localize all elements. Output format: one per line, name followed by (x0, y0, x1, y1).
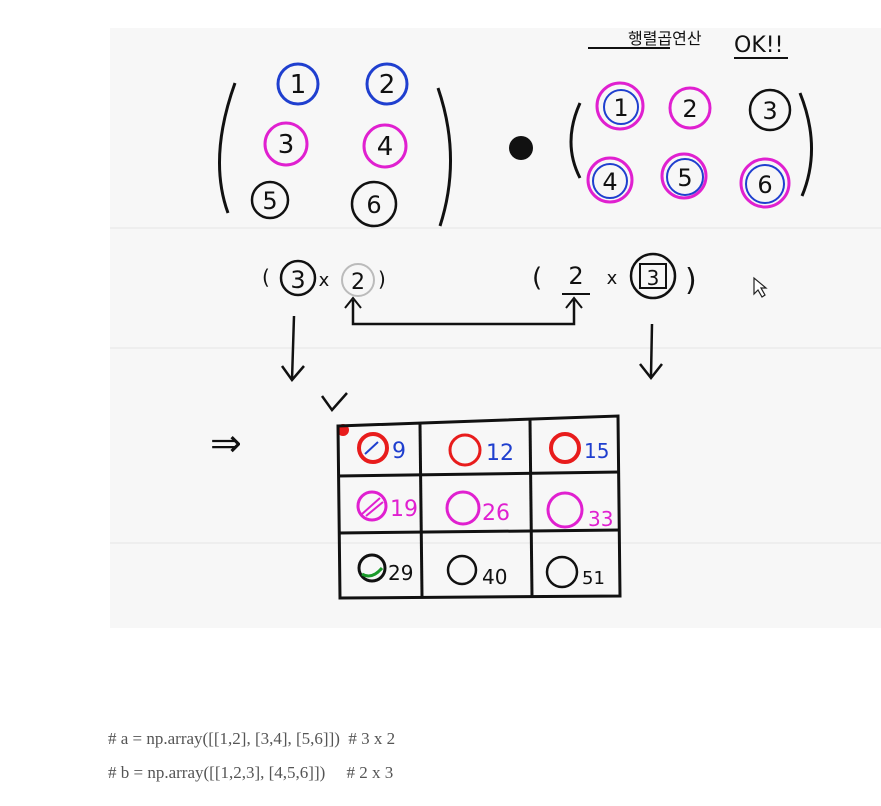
top-note-right: OK!! (734, 33, 783, 58)
matrix-b-left-bracket (569, 102, 582, 179)
handwritten-sketch: 1 2 3 4 5 6 행렬곱연산 OK!! (110, 28, 881, 628)
ruled-lines (110, 227, 881, 544)
matrix-a-right-bracket (436, 87, 452, 227)
result-cell: 40 (446, 554, 507, 589)
svg-text:9: 9 (392, 439, 406, 464)
svg-text:5: 5 (262, 187, 277, 215)
matrix-a-element: 1 (276, 62, 320, 106)
result-cell: 12 (448, 433, 514, 467)
matrix-a-element: 3 (263, 121, 309, 167)
svg-text:33: 33 (588, 507, 613, 531)
implies-arrow: ⇒ (210, 421, 242, 465)
sketch-canvas: 1 2 3 4 5 6 행렬곱연산 OK!! (110, 29, 881, 600)
down-arrow-icon (280, 315, 305, 383)
matrix-b-element: 3 (748, 88, 792, 132)
svg-text:): ) (685, 263, 697, 298)
inner-dimension-connector (351, 300, 576, 326)
matrix-b-element: 1 (595, 81, 645, 131)
top-note-left: 행렬곱연산 (628, 29, 702, 48)
matrix-a-left-bracket (217, 82, 237, 214)
svg-text:3: 3 (290, 266, 305, 294)
matrix-b-element: 4 (586, 156, 634, 204)
svg-text:15: 15 (584, 439, 609, 463)
svg-text:2: 2 (682, 95, 697, 123)
svg-text:x: x (319, 270, 330, 291)
result-cell: 15 (549, 432, 609, 464)
svg-text:1: 1 (290, 70, 307, 100)
result-cell: 29 (357, 553, 413, 585)
code-line-b: # b = np.array([[1,2,3], [4,5,6]]) # 2 x… (108, 763, 394, 782)
dot-operator-icon (509, 136, 533, 160)
svg-text:3: 3 (647, 266, 660, 290)
svg-text:1: 1 (613, 94, 628, 122)
svg-text:(: ( (532, 263, 542, 293)
shape-b: ( 2 x 3 ) (532, 252, 697, 300)
connector-arrow-head-right (565, 296, 583, 309)
svg-text:2: 2 (379, 70, 396, 100)
result-cell: 9 (357, 432, 406, 464)
svg-text:12: 12 (486, 441, 514, 466)
mouse-cursor-icon (753, 276, 768, 298)
svg-text:5: 5 (677, 164, 692, 192)
connector-arrow-head-left (344, 296, 362, 309)
svg-text:2: 2 (351, 270, 365, 295)
matrix-b-element: 5 (660, 152, 708, 200)
svg-text:2: 2 (568, 262, 583, 290)
shape-a: ( 3 x 2 ) (262, 259, 386, 297)
svg-text:6: 6 (757, 171, 772, 199)
svg-text:6: 6 (366, 191, 381, 219)
down-arrow-icon (639, 323, 663, 381)
matrix-a-element: 4 (362, 123, 408, 169)
check-mark-icon (320, 392, 348, 413)
code-line-a: # a = np.array([[1,2], [3,4], [5,6]]) # … (108, 729, 396, 748)
result-cell: 26 (445, 490, 510, 526)
result-cell: 33 (546, 491, 613, 531)
matrix-a-element: 6 (350, 180, 398, 228)
svg-text:4: 4 (602, 168, 617, 196)
svg-text:29: 29 (388, 561, 413, 585)
svg-text:40: 40 (482, 565, 507, 589)
result-cell: 51 (545, 555, 605, 589)
svg-text:51: 51 (582, 568, 605, 589)
svg-text:4: 4 (377, 132, 394, 162)
svg-text:26: 26 (482, 501, 510, 526)
svg-text:): ) (378, 267, 386, 291)
matrix-b-element: 2 (668, 86, 712, 130)
matrix-a-element: 5 (250, 180, 290, 220)
matrix-b-element: 6 (739, 157, 791, 209)
svg-text:x: x (607, 268, 618, 289)
result-cell: 19 (356, 490, 418, 522)
result-grid (336, 414, 622, 600)
svg-text:3: 3 (762, 97, 777, 125)
svg-text:19: 19 (390, 497, 418, 522)
svg-text:(: ( (262, 265, 270, 289)
svg-text:3: 3 (278, 130, 295, 160)
matrix-b-right-bracket (798, 92, 814, 197)
matrix-a-element: 2 (365, 62, 409, 106)
